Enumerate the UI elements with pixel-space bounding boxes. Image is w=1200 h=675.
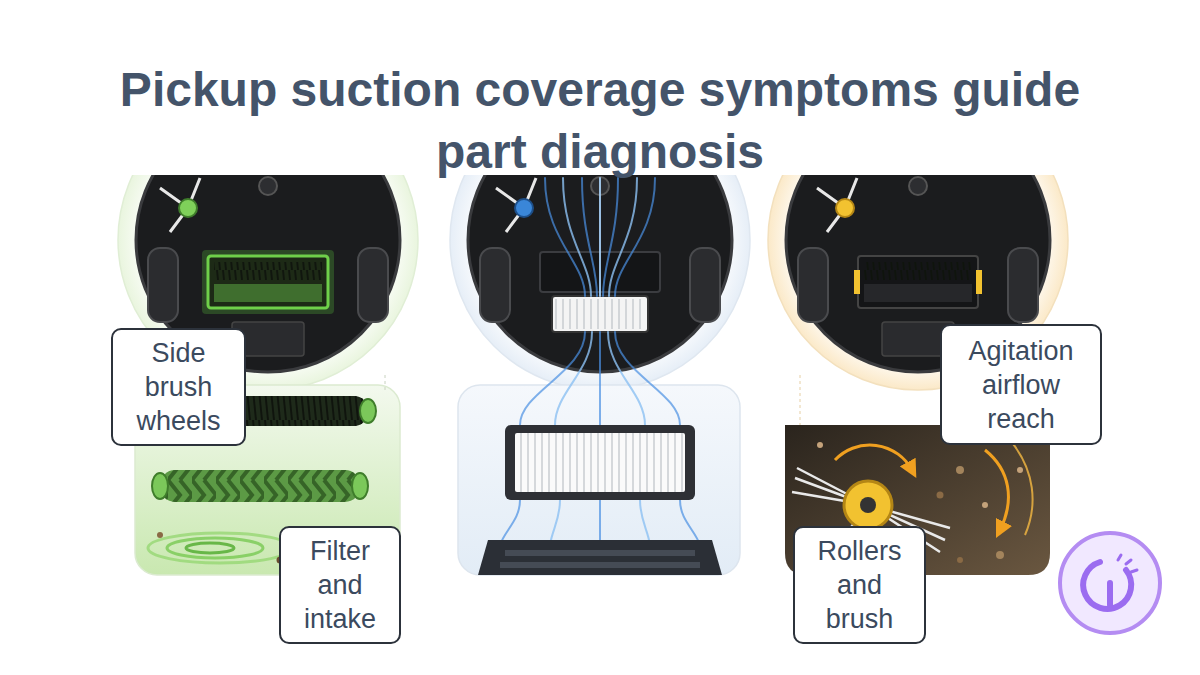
airflow-lines-part [615,178,655,296]
side-brush-closeup-part [1017,467,1023,473]
robot-underside-left-part [259,177,277,195]
side-brush-closeup-part [996,551,1004,559]
airflow-lines-part [550,500,560,545]
brand-logo-part [1060,533,1160,633]
side-brush-part [515,199,533,217]
intake-grille-part [505,550,695,556]
airflow-lines-part [599,332,601,425]
roller-brushes-part [160,470,360,502]
airflow-lines-part [680,500,700,545]
robot-underside-right-part [909,177,927,195]
label-box: Filter and intake [279,526,401,644]
robot-underside-right-part [858,256,978,308]
side-brush-closeup-part [844,481,892,529]
roller-brushes-part [152,473,168,499]
airflow-lines-part [500,500,520,545]
brand-logo-part [1107,583,1113,605]
suction-swirl-part [157,532,163,538]
robot-underside-right-part [854,270,860,294]
diagram-title: Pickup suction coverage symptoms guide p… [80,59,1120,183]
robot-underside-left-part [202,250,334,314]
airflow-lines-part [545,178,585,296]
robot-underside-right-part [976,270,982,294]
roller-brushes-part [160,470,360,502]
robot-underside-right-part [864,284,972,302]
airflow-lines-part [640,500,650,545]
robot-underside-middle-part [690,248,720,322]
airflow-lines-part [599,500,601,545]
side-brush-closeup-part [957,557,963,563]
label-text: Filter and intake [291,534,389,636]
label-text: Rollers and brush [805,534,914,636]
airflow-lines-part [599,178,601,296]
intake-grille [478,540,722,575]
side-brush-closeup-part [1010,440,1033,535]
filter-cartridge-part [515,433,685,492]
side-brush-part [496,178,536,232]
airflow-lines-part [582,178,597,296]
suction-swirl-part [167,538,263,558]
robot-underside-right-part [864,262,972,280]
airflow-lines-part [608,332,645,425]
brand-logo-part [1083,562,1131,609]
side-brush-part [836,199,854,217]
intake-grille-part [478,540,722,575]
label-box: Side brush wheels [111,328,246,446]
robot-underside-middle-part [480,248,510,322]
side-brush-part [160,178,200,232]
side-brush-closeup-part [937,492,944,499]
suction-swirl-part [186,543,234,553]
side-brush [496,178,536,232]
roller-brushes-part [360,399,376,423]
airflow-lines-part [609,178,637,296]
brand-logo-part [1118,555,1137,572]
robot-underside-left-part [148,248,178,322]
label-text: Side brush wheels [123,336,234,438]
label-box: Agitation airflow reach [940,324,1102,445]
side-brush [817,178,857,232]
airflow-lines-part [615,332,680,425]
robot-underside-right-part [798,248,828,322]
robot-underside-left-part [214,284,322,302]
airflow-lines [500,178,700,545]
roller-brushes-part [352,473,368,499]
side-brush-closeup-part [817,442,823,448]
side-brush-closeup-part [860,497,876,513]
robot-underside-left-part [208,256,328,308]
airflow-lines-part [555,332,592,425]
filter-cartridge [505,425,695,500]
robot-underside-middle-part [555,299,645,329]
side-brush-part [179,199,197,217]
label-text: Agitation airflow reach [952,334,1090,436]
robot-underside-middle-part [552,296,648,332]
robot-underside-left-part [358,248,388,322]
label-box: Rollers and brush [793,526,926,644]
filter-cartridge-part [505,425,695,500]
filter-cartridge-part [515,433,685,492]
side-brush-closeup-part [956,466,964,474]
side-brush [160,178,200,232]
side-brush-closeup-part [835,445,912,470]
side-brush-closeup-part [982,502,988,508]
intake-grille-part [500,562,700,568]
suction-swirl-part [148,533,292,563]
side-brush-part [817,178,857,232]
robot-underside-right-part [1008,248,1038,322]
robot-underside-left-part [214,262,322,280]
side-brush-closeup-part [985,450,1008,530]
brand-logo [1060,533,1160,633]
